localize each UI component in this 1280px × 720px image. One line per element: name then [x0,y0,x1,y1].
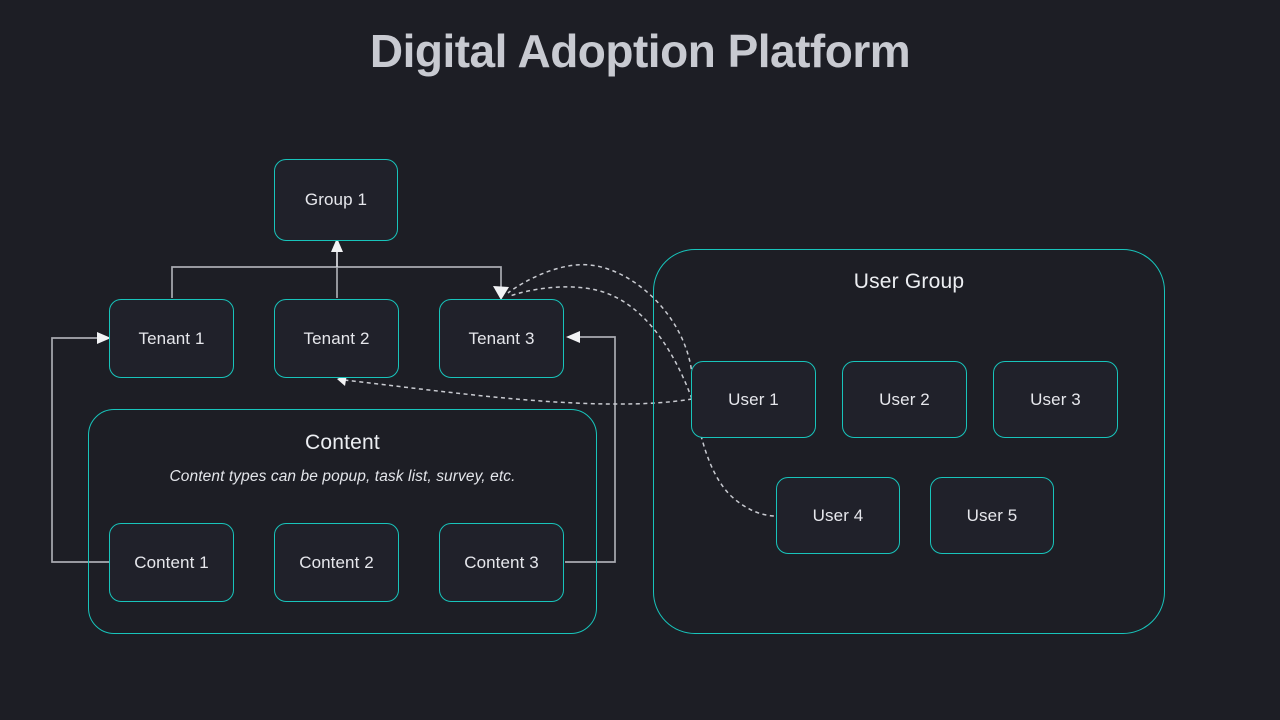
node-label: Group 1 [304,190,368,209]
group-user-group: User Group [653,249,1165,634]
node-content-1[interactable]: Content 1 [109,523,234,602]
arrow-head-tenant3-right [566,331,580,343]
node-label: Content 1 [134,552,209,572]
node-tenant-2[interactable]: Tenant 2 [274,299,399,378]
node-label: User 4 [812,505,864,525]
node-label: User 2 [879,389,930,409]
node-label: User 3 [1030,389,1081,409]
page-title: Digital Adoption Platform [369,25,911,77]
connector-tenant-bracket [171,266,502,298]
group-content: Content Content types can be popup, task… [88,409,597,634]
node-user-4[interactable]: User 4 [776,477,900,554]
node-label: Tenant 3 [468,328,535,348]
node-tenant-1[interactable]: Tenant 1 [109,299,234,378]
arrow-head-tenant3-top [493,286,509,300]
group-content-subtitle: Content types can be popup, task list, s… [169,468,516,485]
node-label: User 1 [728,389,779,409]
node-user-5[interactable]: User 5 [930,477,1054,554]
node-label: Content 2 [299,552,374,572]
group-user-group-title: User Group [853,270,965,293]
node-group-1[interactable]: Group 1 [274,159,398,241]
node-tenant-3[interactable]: Tenant 3 [439,299,564,378]
node-content-3[interactable]: Content 3 [439,523,564,602]
node-label: Tenant 1 [138,328,205,348]
connector-user1-to-tenant2 [343,379,693,405]
node-user-3[interactable]: User 3 [993,361,1118,438]
node-user-1[interactable]: User 1 [691,361,816,438]
node-label: User 5 [966,505,1018,525]
node-user-2[interactable]: User 2 [842,361,967,438]
group-content-title: Content [305,431,380,454]
node-label: Tenant 2 [303,328,370,348]
node-content-2[interactable]: Content 2 [274,523,399,602]
node-label: Content 3 [464,552,539,572]
